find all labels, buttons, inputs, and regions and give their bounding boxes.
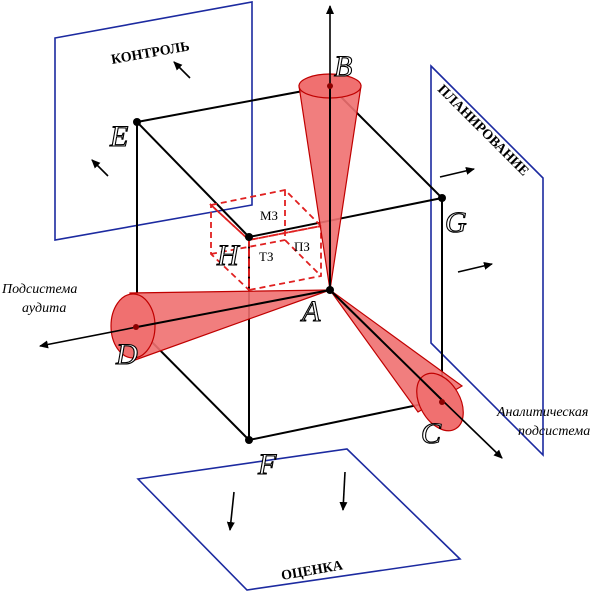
plane-evaluation [136,448,462,591]
axis-label-analytic-2: подсистема [518,424,590,439]
cube-edge [248,197,443,238]
cube-edge [136,121,250,238]
axis-left [39,326,138,349]
point-label-E: E [109,120,128,153]
vertex-dot-C [439,399,445,405]
cube-edge [248,399,443,441]
axis-label-audit-1: Подсистема [1,282,77,297]
vertex-dot-H [245,233,253,241]
inner-label-tz: ТЗ [259,249,273,264]
plane-label-planning: ПЛАНИРОВАНИЕ [434,82,531,179]
point-label-G: G [445,206,467,239]
inner-label-mz: МЗ [260,208,278,223]
axis-right [441,399,503,459]
cube-edge [136,85,331,123]
vertex-dot-G [438,194,446,202]
point-label-B: B [334,50,352,83]
vertex-dot-D [133,324,139,330]
axis-label-analytic-1: Аналитическая [496,405,588,420]
point-label-H: H [216,239,241,272]
arrow-planning-2 [457,261,493,273]
plane-label-control: КОНТРОЛЬ [110,39,191,68]
cube-edge [329,289,443,401]
point-label-C: C [421,417,442,450]
point-label-F: F [257,448,277,481]
plane-planning [430,64,544,457]
arrow-planning-1 [439,166,475,178]
arrow-control-1 [173,61,191,79]
vertex-dot-A [326,286,334,294]
arrow-evaluation-1 [226,491,235,531]
plane-control [54,1,253,241]
arrow-control-2 [91,159,109,177]
vertex-dot-F [245,436,253,444]
point-label-D: D [115,338,138,371]
arrow-evaluation-2 [339,471,348,511]
vertex-dot-E [133,118,141,126]
vertex-dot-B [327,83,333,89]
inner-label-pz: ПЗ [294,239,310,254]
cone-D [110,289,331,361]
axis-label-audit-2: аудита [22,301,66,316]
point-label-A: A [300,295,321,328]
inner-cube [209,189,323,293]
cube-edge [136,289,331,328]
